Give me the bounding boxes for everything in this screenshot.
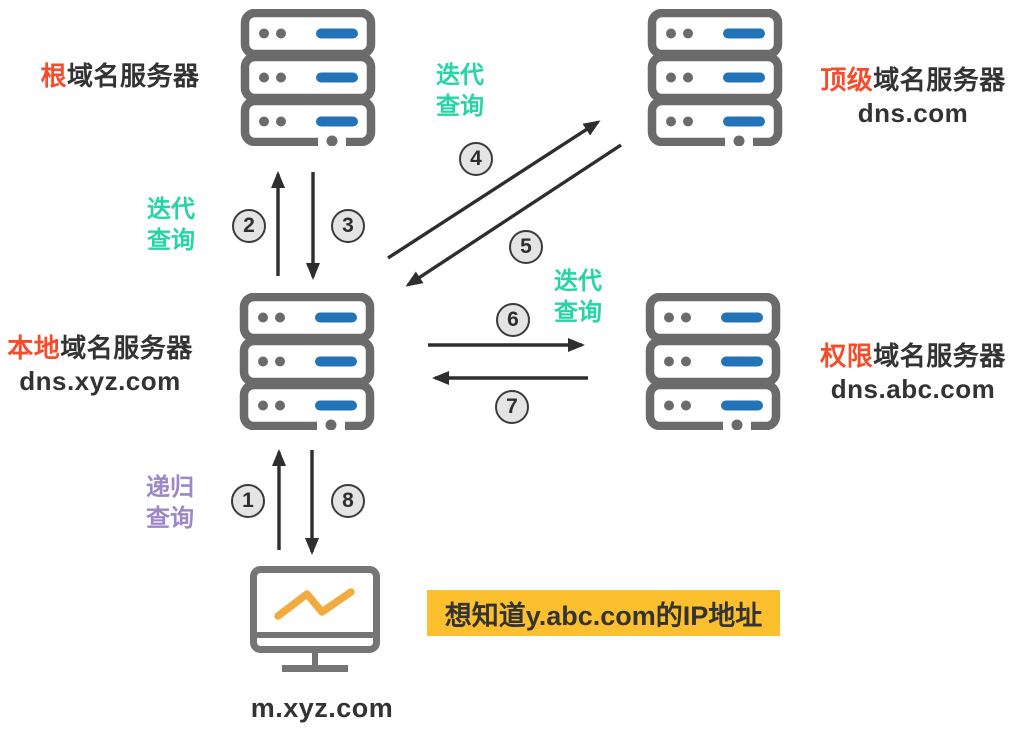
step-badge-1: 1	[231, 484, 265, 518]
auth-label-rest: 域名服务器	[873, 341, 1006, 371]
auth-label-highlight: 权限	[820, 341, 874, 371]
query-intent-banner: 想知道y.abc.com的IP地址	[427, 590, 780, 636]
root-label-highlight: 根	[40, 61, 67, 91]
arrow-step-4	[387, 120, 601, 260]
tld-label-highlight: 顶级	[820, 65, 874, 95]
root-label-rest: 域名服务器	[67, 61, 200, 91]
iterative-query-label-left: 迭代 查询	[147, 196, 195, 254]
auth-hostname: dns.abc.com	[830, 374, 996, 404]
step-badge-4: 4	[459, 142, 493, 176]
local-hostname: dns.xyz.com	[19, 366, 181, 396]
iterative-query-label-top: 迭代 查询	[436, 62, 484, 120]
auth-server-icon	[645, 293, 781, 430]
tld-hostname: dns.com	[857, 98, 969, 128]
client-monitor-icon	[250, 566, 380, 672]
step-badge-8: 8	[331, 484, 365, 518]
tld-label-rest: 域名服务器	[873, 65, 1006, 95]
local-server-label: 本地域名服务器 dns.xyz.com	[0, 332, 200, 398]
local-server-icon	[239, 293, 375, 430]
step-badge-2: 2	[232, 209, 266, 243]
client-hostname-label: m.xyz.com	[250, 693, 394, 723]
step-badge-7: 7	[495, 390, 529, 424]
arrow-step-5	[405, 143, 622, 287]
recursive-query-label: 递归 查询	[146, 474, 194, 532]
step-badge-5: 5	[509, 230, 543, 264]
tld-server-icon	[647, 9, 783, 146]
root-server-icon	[240, 9, 376, 146]
tld-server-label: 顶级域名服务器 dns.com	[813, 64, 1013, 130]
local-label-highlight: 本地	[7, 333, 61, 363]
auth-server-label: 权限域名服务器 dns.abc.com	[813, 340, 1013, 406]
root-server-label: 根域名服务器	[20, 60, 220, 93]
local-label-rest: 域名服务器	[60, 333, 193, 363]
iterative-query-label-right: 迭代 查询	[554, 268, 602, 326]
step-badge-3: 3	[331, 209, 365, 243]
step-badge-6: 6	[496, 303, 530, 337]
